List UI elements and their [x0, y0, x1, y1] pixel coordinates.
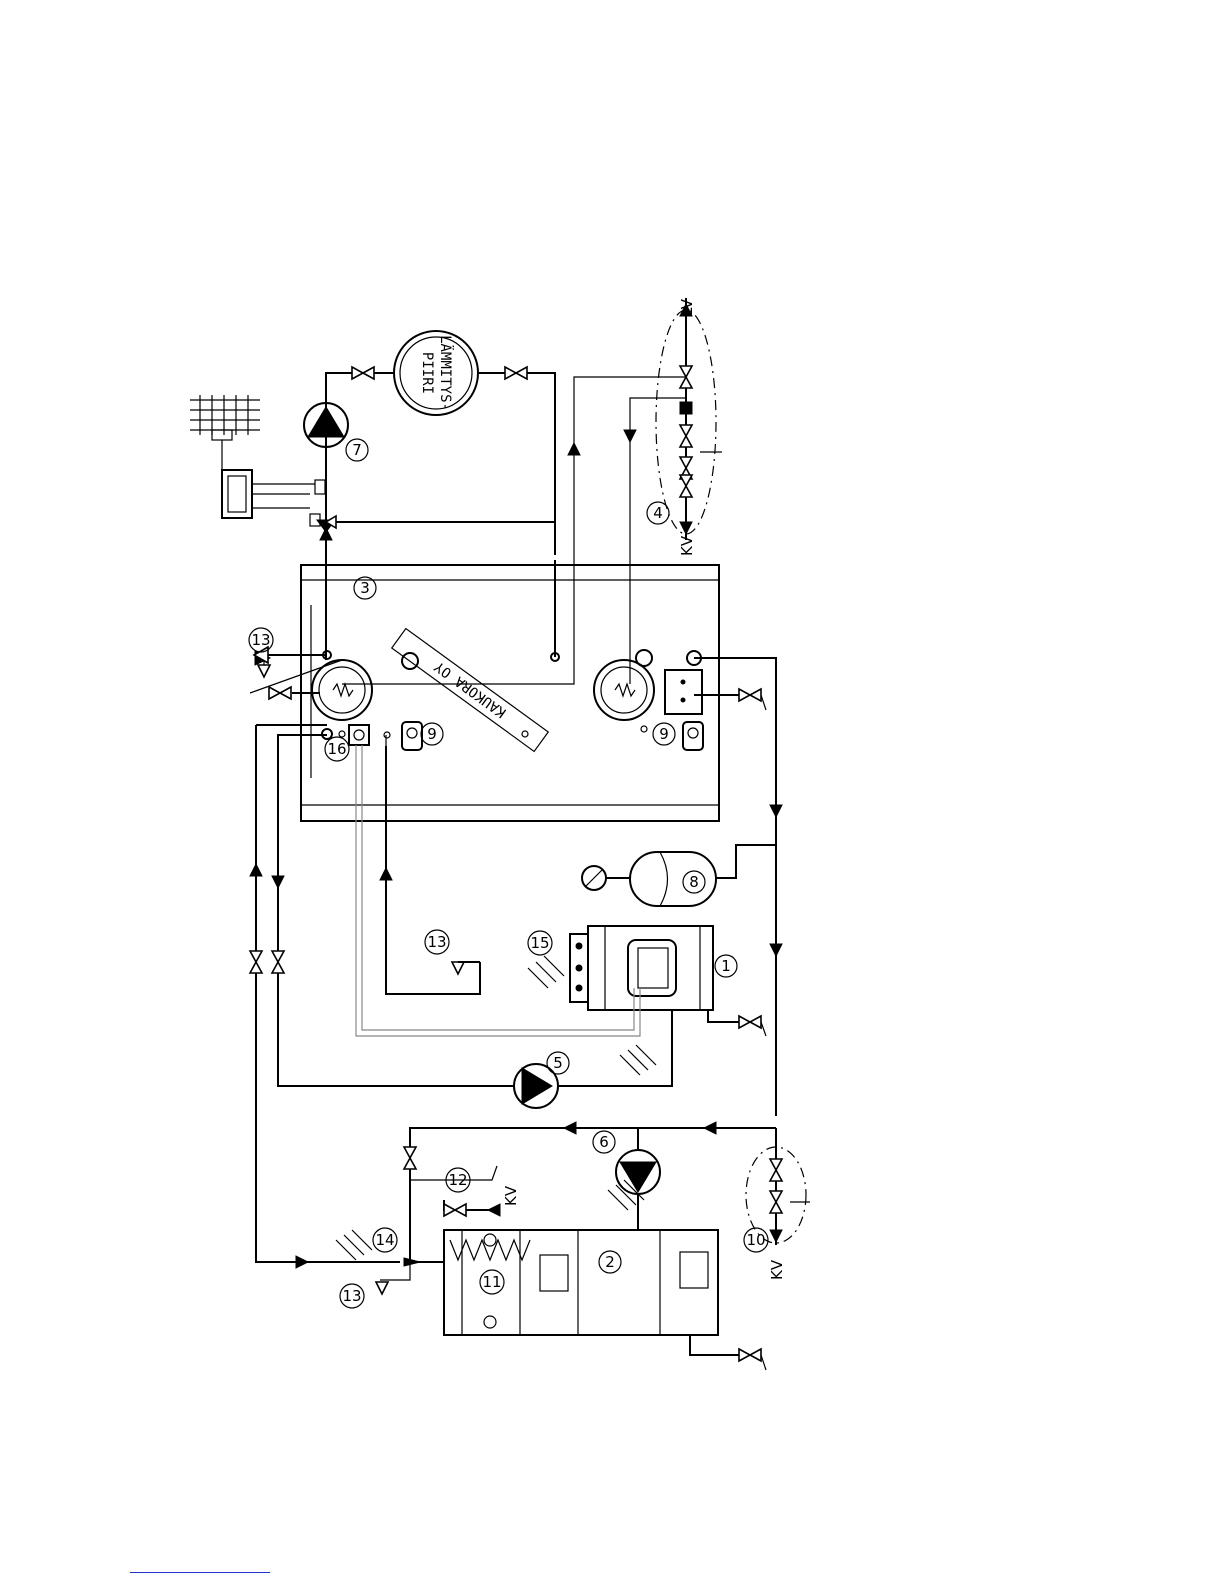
- expansion-vessel: [582, 845, 776, 906]
- wood-boiler: [444, 1230, 766, 1370]
- callout-15: 15: [530, 934, 549, 952]
- callout-9b: 9: [659, 725, 669, 743]
- safety-valves: [258, 660, 480, 1294]
- cold-water-label-coil: KV: [502, 1185, 520, 1206]
- storage-tank: KAUKORA OY: [301, 565, 719, 821]
- brand-label: KAUKORA OY: [431, 658, 509, 721]
- callout-10: 10: [746, 1231, 765, 1249]
- callout-4: 4: [653, 504, 663, 522]
- callout-9a: 9: [427, 725, 437, 743]
- callout-13a: 13: [251, 631, 270, 649]
- hot-water-label: LV: [678, 298, 696, 316]
- water-labels: LV KV KV KV: [502, 298, 786, 1280]
- callout-8: 8: [689, 873, 699, 891]
- callout-13c: 13: [342, 1287, 361, 1305]
- cold-water-label-top: KV: [678, 535, 696, 556]
- heating-circuit-label-2: PIIRI: [419, 352, 435, 394]
- callout-5: 5: [553, 1054, 563, 1072]
- callout-11: 11: [482, 1273, 501, 1291]
- callout-16: 16: [327, 740, 346, 758]
- callout-2: 2: [605, 1253, 615, 1271]
- cold-water-label-bottom: KV: [768, 1259, 786, 1280]
- heating-circuit-label-1: LÄMMITYS-: [437, 335, 455, 411]
- callout-13b: 13: [427, 933, 446, 951]
- heating-circuit: LÄMMITYS- PIIRI: [190, 331, 555, 660]
- footer-rule: [130, 1572, 270, 1573]
- callout-12: 12: [448, 1171, 467, 1189]
- callout-3: 3: [360, 579, 370, 597]
- callout-7: 7: [352, 441, 362, 459]
- callout-14: 14: [375, 1231, 394, 1249]
- callout-6: 6: [599, 1133, 609, 1151]
- callout-1: 1: [721, 957, 731, 975]
- charging-pump-6: [296, 1122, 810, 1280]
- oil-boiler: [380, 735, 766, 1086]
